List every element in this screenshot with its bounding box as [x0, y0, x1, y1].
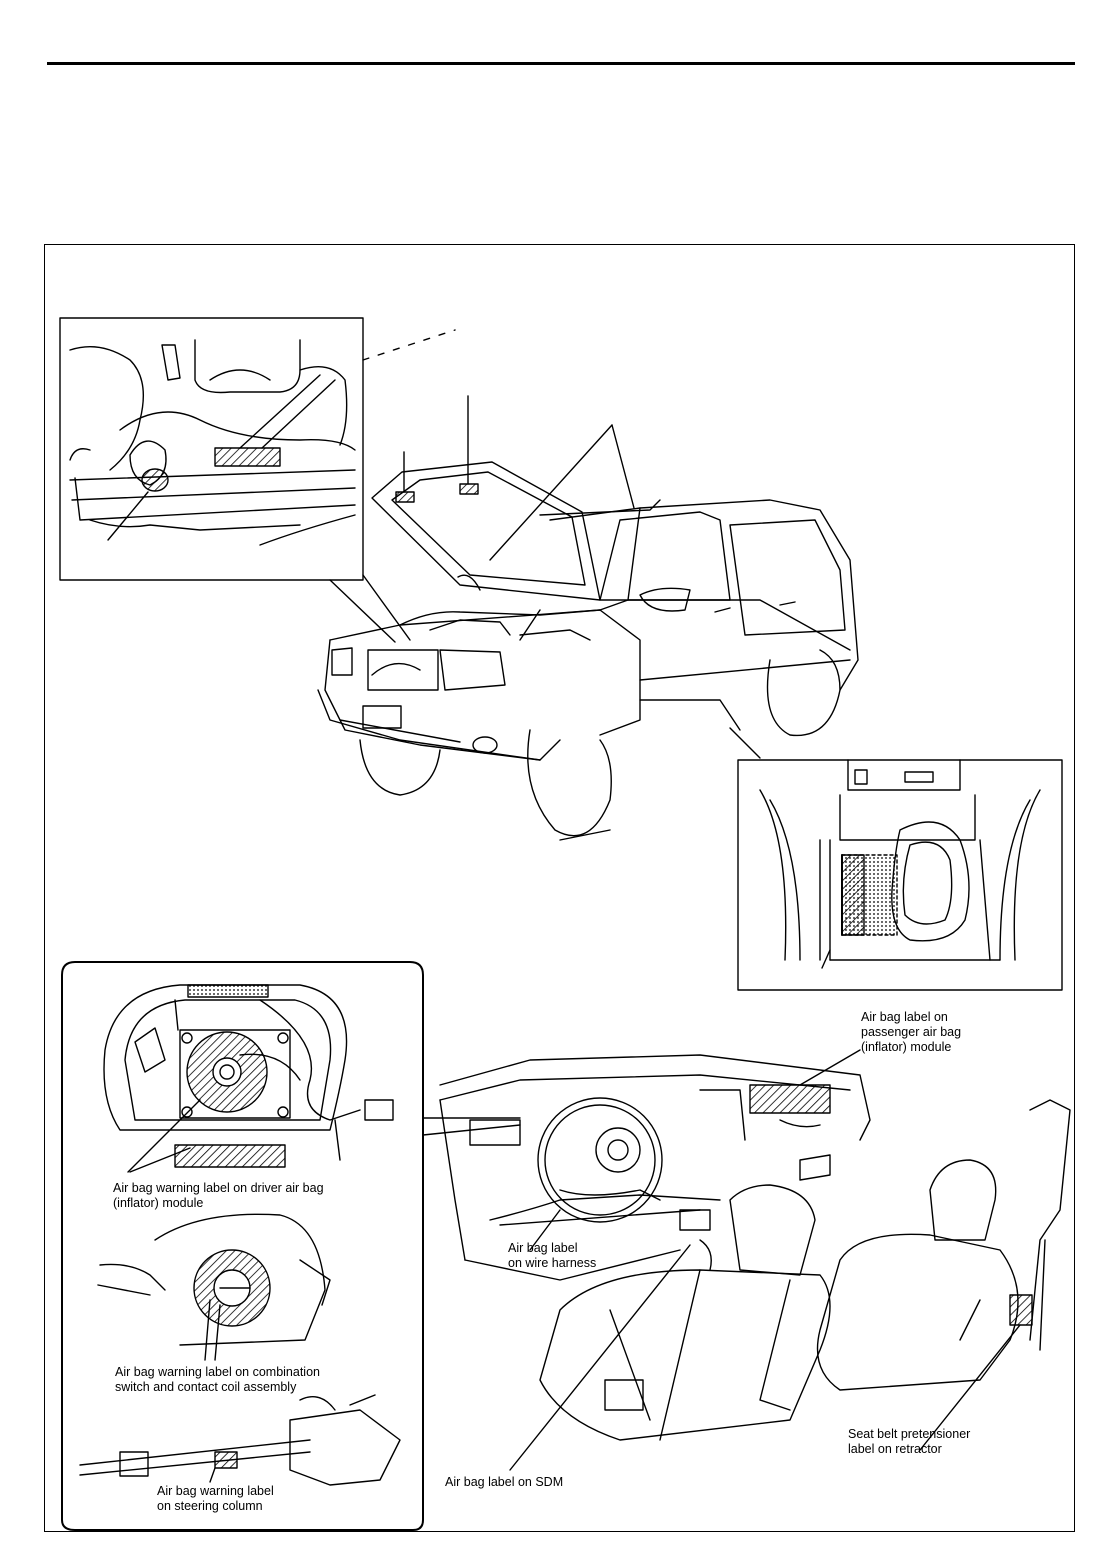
wire-harness-label: Air bag label on wire harness	[508, 1241, 597, 1270]
vehicle-illustration	[317, 395, 859, 841]
figure-frame	[44, 244, 1075, 1532]
steering-column-label: Air bag warning label on steering column	[157, 1484, 274, 1513]
passenger-module-label: Air bag label on passenger air bag (infl…	[861, 1010, 962, 1054]
pretensioner-label: Seat belt pretensioner label on retracto…	[848, 1427, 971, 1456]
header-rule	[47, 62, 1075, 65]
driver-airbag-inset	[61, 961, 424, 1531]
sdm-label: Air bag label on SDM	[445, 1475, 564, 1489]
sdm-location-inset	[737, 759, 1063, 991]
engine-compartment-inset	[59, 317, 456, 581]
interior-illustration	[439, 1054, 1071, 1441]
combination-switch-label: Air bag warning label on combination swi…	[115, 1365, 320, 1394]
driver-module-label: Air bag warning label on driver air bag …	[113, 1181, 324, 1210]
